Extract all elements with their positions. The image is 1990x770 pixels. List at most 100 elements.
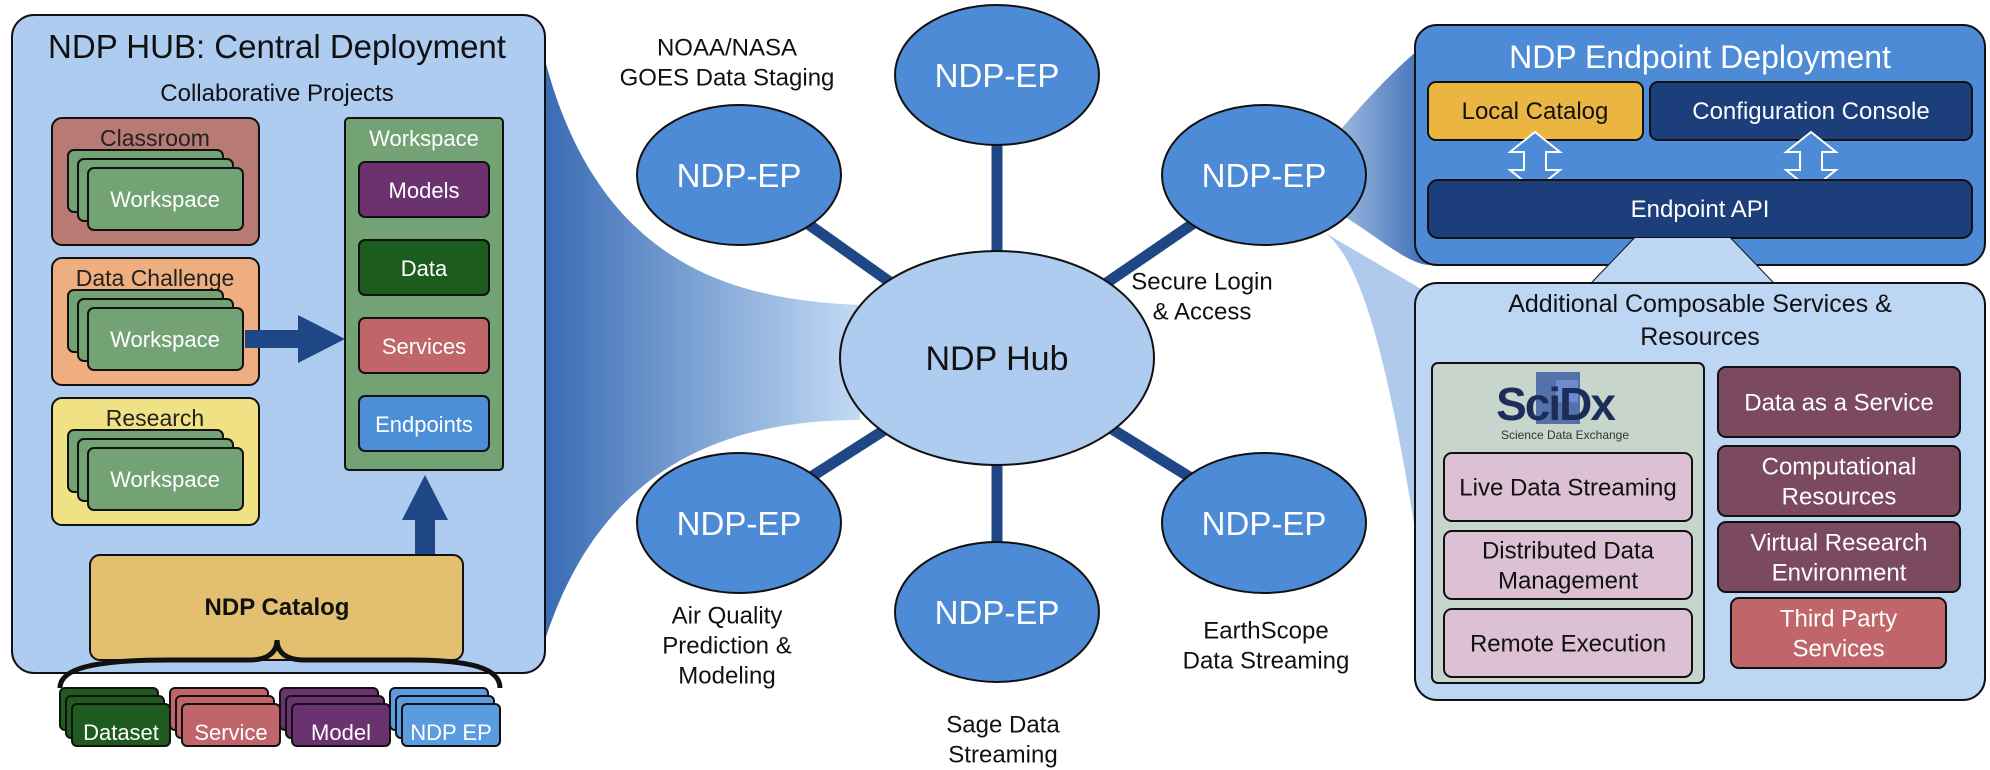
hub-node-label: NDP Hub bbox=[926, 340, 1069, 378]
endpoint-funnel-lower bbox=[1320, 230, 1440, 690]
endpoint-node-label: NDP-EP bbox=[1202, 505, 1327, 542]
endpoint-noaa-node: NDP-EP bbox=[636, 104, 842, 246]
annotation-noaa-line-2: GOES Data Staging bbox=[620, 64, 835, 91]
endpoint-sage-node: NDP-EP bbox=[894, 541, 1100, 683]
catalog-item-label: Dataset bbox=[83, 720, 159, 745]
resource-label-line-1: Virtual Research bbox=[1751, 529, 1928, 556]
catalog-item-dataset: Dataset bbox=[59, 687, 171, 747]
resource-label-line-1: Third Party bbox=[1780, 605, 1897, 632]
configuration-console-box: Configuration Console bbox=[1649, 81, 1973, 141]
resource-label-line-2: Environment bbox=[1772, 559, 1907, 586]
resource-label-line-2: Resources bbox=[1782, 483, 1897, 510]
endpoint-panel-title: NDP Endpoint Deployment bbox=[1509, 39, 1891, 75]
endpoint-air-quality-node: NDP-EP bbox=[636, 452, 842, 594]
annotation-sage-line-2: Streaming bbox=[948, 741, 1057, 768]
catalog-brace bbox=[57, 639, 503, 689]
workspace-item-label: Endpoints bbox=[375, 412, 473, 437]
scidx-service-label-line-1: Live Data Streaming bbox=[1459, 474, 1676, 501]
workspace-stack-card bbox=[87, 447, 244, 511]
workspace-item-label: Models bbox=[389, 178, 460, 203]
workspace-item-endpoints: Endpoints bbox=[358, 395, 490, 452]
annotation-sage-line-1: Sage Data bbox=[946, 711, 1060, 738]
workspace-item-services: Services bbox=[358, 317, 490, 374]
scidx-logo-text: SciDx bbox=[1496, 378, 1616, 430]
scidx-service-label-line-1: Distributed Data bbox=[1482, 537, 1655, 564]
endpoint-api-label: Endpoint API bbox=[1631, 196, 1770, 223]
annotation-secure-login-line-1: Secure Login bbox=[1131, 268, 1272, 295]
endpoint-top-node: NDP-EP bbox=[894, 4, 1100, 146]
endpoint-earthscope-node: NDP-EP bbox=[1161, 452, 1367, 594]
project-label: Classroom bbox=[100, 125, 210, 151]
scidx-logo: SciDx Science Data Exchange bbox=[1496, 372, 1629, 442]
scidx-service-label-line-1: Remote Execution bbox=[1470, 630, 1666, 657]
configuration-console-label: Configuration Console bbox=[1692, 98, 1929, 125]
resource-label-line-1: Computational bbox=[1762, 453, 1917, 480]
scidx-service-3: Remote Execution bbox=[1443, 608, 1693, 678]
workspace-box-title: Workspace bbox=[369, 126, 479, 151]
endpoint-node-label: NDP-EP bbox=[1202, 157, 1327, 194]
annotation-air-quality-line-3: Modeling bbox=[678, 662, 775, 689]
local-catalog-box: Local Catalog bbox=[1427, 81, 1644, 141]
catalog-item-model: Model bbox=[279, 687, 391, 747]
annotation-secure-login-line-2: & Access bbox=[1153, 298, 1252, 325]
endpoint-node-label: NDP-EP bbox=[677, 505, 802, 542]
services-panel-title-line2: Resources bbox=[1640, 323, 1760, 351]
scidx-service-label-line-2: Management bbox=[1498, 567, 1638, 594]
connector-fill bbox=[1590, 238, 1775, 285]
ndp-catalog-box: NDP Catalog bbox=[89, 554, 464, 661]
hub-panel: NDP HUB: Central Deployment Collaborativ… bbox=[11, 14, 546, 674]
hub-funnel bbox=[545, 60, 860, 640]
endpoint-api-box: Endpoint API bbox=[1427, 179, 1973, 239]
annotation-air-quality-line-1: Air Quality bbox=[672, 602, 783, 629]
workspace-stack-card bbox=[87, 167, 244, 231]
services-panel: Additional Composable Services & Resourc… bbox=[1414, 282, 1986, 701]
workspace-stack-card bbox=[87, 307, 244, 371]
catalog-item-ndp-ep: NDP EP bbox=[389, 687, 501, 747]
annotation-noaa-line-1: NOAA/NASA bbox=[657, 34, 797, 61]
ndp-catalog-label: NDP Catalog bbox=[205, 594, 350, 621]
endpoint-node-label: NDP-EP bbox=[677, 157, 802, 194]
endpoint-node-label: NDP-EP bbox=[935, 594, 1060, 631]
local-catalog-label: Local Catalog bbox=[1462, 98, 1609, 125]
annotation-earthscope-line-2: Data Streaming bbox=[1183, 647, 1350, 674]
catalog-item-service: Service bbox=[169, 687, 281, 747]
flow-arrow-up bbox=[402, 475, 448, 556]
endpoint-node-label: NDP-EP bbox=[935, 57, 1060, 94]
workspace-card-label: Workspace bbox=[110, 187, 220, 212]
endpoint-panel: NDP Endpoint Deployment Local Catalog Co… bbox=[1414, 24, 1986, 266]
annotation-air-quality-line-2: Prediction & bbox=[662, 632, 791, 659]
workspace-item-label: Data bbox=[401, 256, 448, 281]
scidx-box: SciDx Science Data Exchange Live Data St… bbox=[1431, 362, 1705, 684]
hub-panel-title: NDP HUB: Central Deployment bbox=[48, 28, 506, 65]
hub-node: NDP Hub bbox=[839, 250, 1155, 466]
resource-label-line-2: Services bbox=[1792, 635, 1884, 662]
workspace-card-label: Workspace bbox=[110, 327, 220, 352]
project-label: Research bbox=[106, 405, 204, 431]
flow-arrow-right bbox=[245, 315, 345, 363]
services-panel-title-line1: Additional Composable Services & bbox=[1508, 290, 1892, 318]
collaborative-projects-label: Collaborative Projects bbox=[160, 80, 393, 107]
scidx-tagline: Science Data Exchange bbox=[1501, 428, 1629, 442]
workspace-card-label: Workspace bbox=[110, 467, 220, 492]
project-label: Data Challenge bbox=[76, 265, 235, 291]
resource-label-line-1: Data as a Service bbox=[1744, 389, 1933, 416]
workspace-item-models: Models bbox=[358, 161, 490, 218]
catalog-item-label: Service bbox=[194, 720, 267, 745]
workspace-item-data: Data bbox=[358, 239, 490, 296]
endpoint-secure-node: NDP-EP bbox=[1161, 104, 1367, 246]
catalog-item-label: Model bbox=[311, 720, 371, 745]
scidx-service-1: Live Data Streaming bbox=[1443, 452, 1693, 522]
workspace-item-label: Services bbox=[382, 334, 466, 359]
resource-1: Data as a Service bbox=[1717, 366, 1961, 438]
annotation-earthscope-line-1: EarthScope bbox=[1203, 617, 1328, 644]
catalog-item-label: NDP EP bbox=[410, 720, 492, 745]
